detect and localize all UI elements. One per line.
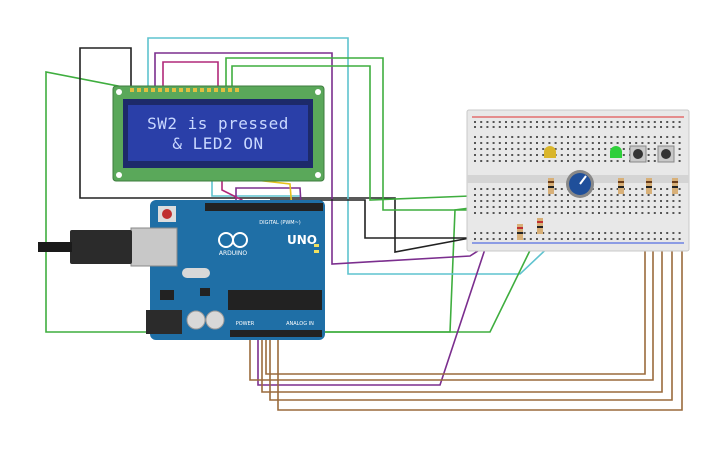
breadboard-components bbox=[517, 145, 678, 240]
lcd-mount-hole bbox=[315, 172, 321, 178]
lcd-mount-hole bbox=[315, 89, 321, 95]
digital-label: DIGITAL (PWM~) bbox=[259, 220, 301, 226]
resistor bbox=[618, 178, 624, 194]
wire-purple-bottom bbox=[257, 239, 489, 386]
crystal bbox=[182, 268, 210, 278]
wire-purple-top bbox=[154, 52, 499, 265]
lcd-pin-header bbox=[130, 88, 239, 92]
lcd-mount-hole bbox=[116, 89, 122, 95]
capacitor bbox=[186, 310, 206, 330]
wire-black-top bbox=[79, 47, 471, 253]
power-label: POWER bbox=[236, 321, 255, 327]
power-header bbox=[230, 330, 322, 337]
usb-plug bbox=[70, 230, 132, 264]
wire-magenta-top bbox=[162, 61, 219, 88]
wire-brown-3 bbox=[269, 210, 673, 401]
lcd-mount-hole bbox=[116, 172, 122, 178]
wire-cyan-bottom bbox=[211, 180, 300, 197]
arduino-model: UNO bbox=[287, 233, 317, 247]
usb-connector bbox=[130, 227, 178, 267]
arduino-brand: ARDUINO bbox=[219, 250, 248, 257]
lcd-line-1: SW2 is pressed bbox=[147, 114, 289, 133]
lcd-text: SW2 is pressed & LED2 ON bbox=[128, 110, 308, 156]
resistor bbox=[672, 178, 678, 194]
breadboard-holes bbox=[474, 121, 681, 240]
capacitor bbox=[205, 310, 225, 330]
wire-cyan-top bbox=[147, 37, 576, 275]
wire-brown-4 bbox=[277, 200, 683, 411]
arduino-board: ARDUINO UNO DIGITAL (PWM~) POWER ANALOG … bbox=[38, 200, 325, 340]
wire-green-bottom bbox=[255, 229, 541, 333]
dc-jack bbox=[146, 310, 182, 334]
lcd-screen bbox=[128, 105, 308, 161]
resistor bbox=[646, 178, 652, 194]
lcd-display bbox=[112, 85, 325, 182]
digital-header bbox=[205, 203, 323, 211]
resistor bbox=[517, 224, 523, 240]
usb-cable bbox=[38, 242, 72, 252]
resistor bbox=[548, 178, 554, 194]
wire-green-top-right-2 bbox=[231, 65, 471, 201]
resistor bbox=[537, 218, 543, 234]
atmega-chip bbox=[228, 290, 322, 310]
lcd-line-2: & LED2 ON bbox=[172, 134, 264, 153]
analog-label: ANALOG IN bbox=[286, 321, 314, 327]
